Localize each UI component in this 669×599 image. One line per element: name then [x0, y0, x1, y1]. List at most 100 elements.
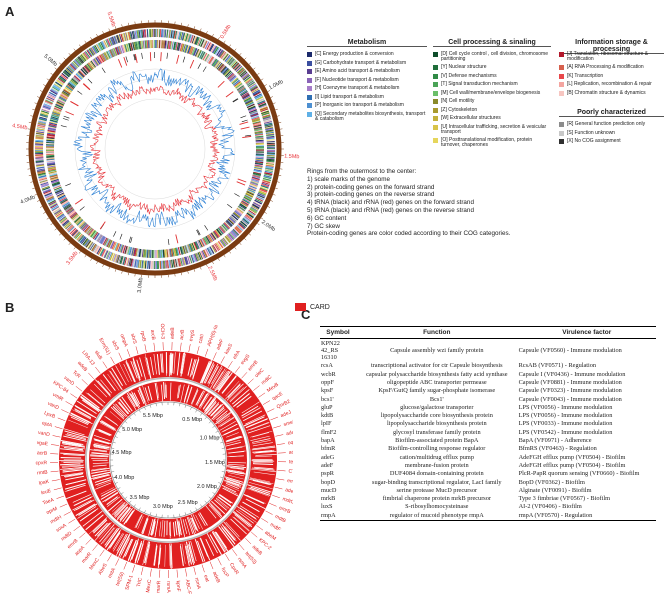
- trna-mark: [202, 66, 207, 72]
- gene-mark: [239, 88, 247, 94]
- ring-gap: [78, 503, 98, 516]
- ring-note-line: 1) scale marks of the genome: [307, 175, 390, 183]
- gene-mark: [251, 116, 260, 121]
- legend-label: [C] Energy production & conversion: [315, 51, 394, 57]
- gene-mark: [141, 29, 144, 38]
- legend-item-metabolism: [E] Amino acid transport & metabolism: [307, 69, 427, 74]
- ring-gap: [230, 467, 245, 470]
- gene-mark: [71, 214, 79, 220]
- gene-mark: [210, 232, 217, 240]
- ring-gap: [223, 479, 240, 486]
- ring-gap: [100, 487, 114, 495]
- gene-mark: [234, 81, 242, 88]
- gene-mark: [249, 110, 258, 115]
- gene-mark: [254, 131, 263, 135]
- ring-gap: [204, 364, 215, 384]
- gene-mark: [85, 226, 92, 234]
- legend-item-cellular: [O] Posttranslational modification, prot…: [433, 137, 551, 148]
- cell-symbol: bopD: [321, 478, 335, 486]
- gene-mark: [127, 31, 131, 40]
- ring-gap: [241, 405, 259, 417]
- gene-mark: [66, 84, 74, 90]
- gene-mark: [208, 56, 214, 64]
- gene-mark: [167, 249, 170, 258]
- gene-mark: [263, 175, 272, 179]
- ring-gap: [245, 414, 266, 425]
- gene-mark: [195, 253, 200, 261]
- gene-mark: [81, 53, 88, 61]
- gene-mark: [248, 185, 257, 190]
- gene-mark: [192, 242, 196, 251]
- gene-mark: [222, 53, 229, 61]
- gene-mark: [253, 91, 261, 97]
- gene-mark: [36, 164, 45, 167]
- cell-virulence-factor: LPS (VF0056) - Immune modulation: [518, 403, 613, 411]
- gene-mark: [102, 53, 108, 61]
- gene-mark: [54, 83, 62, 89]
- gene-mark: [98, 42, 104, 51]
- gene-mark: [252, 121, 261, 124]
- ring-gap: [163, 383, 165, 399]
- gene-mark: [64, 222, 71, 228]
- ring-gap: [242, 501, 260, 513]
- ring-gap: [134, 515, 141, 528]
- cell-function: Capsule assembly wzi family protein: [390, 346, 484, 354]
- legend-swatch: [433, 124, 438, 130]
- cell-symbol: bfmR: [321, 445, 336, 453]
- gene-mark: [118, 244, 123, 253]
- legend-item-cellular: [V] Defense mechanisms: [433, 73, 551, 79]
- ring-gap: [188, 541, 195, 564]
- gene-mark: [248, 106, 256, 111]
- rrna-mark: [70, 101, 79, 107]
- gene-mark: [218, 227, 224, 235]
- ring-gap: [61, 464, 85, 467]
- gene-mark: [264, 122, 273, 126]
- ring-gap: [116, 533, 127, 552]
- ring-gap: [200, 538, 211, 561]
- gene-mark: [212, 231, 219, 239]
- gene-label: CpxR: [228, 562, 240, 576]
- ring-scale-label: 2.5 Mbp: [178, 500, 198, 506]
- gene-mark: [139, 260, 142, 269]
- gene-mark: [193, 253, 198, 262]
- ring-gap: [210, 505, 222, 518]
- gene-mark: [223, 237, 229, 245]
- ring-gap: [190, 388, 199, 405]
- gene-mark: [182, 32, 186, 41]
- gene-mark: [207, 247, 212, 256]
- gene-mark: [96, 246, 102, 255]
- ring-gap: [91, 452, 109, 455]
- gene-label: acrB: [179, 329, 186, 341]
- gene-mark: [168, 248, 171, 257]
- gene-mark: [56, 192, 65, 197]
- ring-gap: [65, 480, 84, 486]
- gene-mark: [186, 45, 190, 54]
- gene-mark: [57, 99, 65, 105]
- gene-mark: [175, 259, 178, 268]
- gene-mark: [253, 201, 262, 206]
- gene-mark: [199, 51, 204, 59]
- cell-symbol: rmpA: [320, 511, 356, 521]
- gene-mark: [106, 239, 111, 247]
- gene-leader-line: [88, 372, 94, 379]
- gene-leader-line: [262, 400, 271, 405]
- gene-mark: [77, 220, 85, 227]
- gene-mark: [200, 238, 205, 247]
- gene-mark: [264, 172, 273, 176]
- gene-mark: [246, 212, 254, 219]
- gene-leader-line: [238, 543, 245, 551]
- gene-mark: [263, 121, 272, 124]
- gene-mark: [64, 69, 72, 76]
- gene-mark: [236, 207, 244, 214]
- ring-gap: [60, 463, 81, 466]
- gene-mark: [70, 63, 77, 70]
- ring-gap: [247, 484, 272, 493]
- gene-mark: [240, 202, 248, 208]
- gene-mark: [140, 249, 143, 258]
- gene-mark: [48, 201, 57, 206]
- legend-title-poor: Poorly characterized: [559, 109, 664, 117]
- gene-mark: [53, 84, 61, 90]
- ring-gap: [212, 368, 226, 389]
- ring-gap: [207, 366, 219, 387]
- gene-mark: [119, 45, 123, 54]
